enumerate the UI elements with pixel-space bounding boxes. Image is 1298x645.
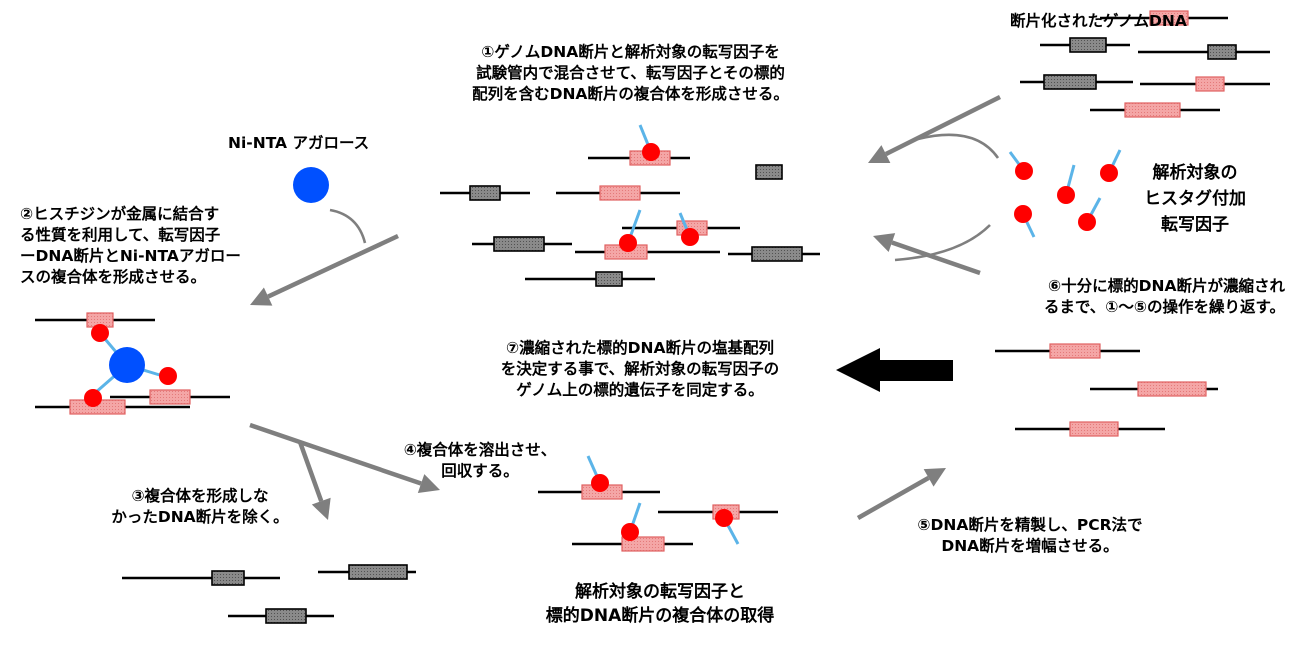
transcription-factor (591, 474, 609, 492)
curved-connector (329, 208, 367, 244)
dna-fragment-target (149, 389, 191, 405)
result-line2: 標的DNA断片の複合体の取得 (545, 606, 775, 626)
step4-line2: 回収する。 (441, 462, 519, 480)
step7-text: ⑦濃縮された標的DNA断片の塩基配列 を決定する事で、解析対象の転写因子の ゲノ… (440, 338, 840, 401)
dna-fragment-nontarget (265, 608, 307, 624)
arrow-to-step7 (836, 348, 953, 392)
step2-line3: ーDNA断片とNi-NTAアガロー (20, 247, 241, 265)
step3-line1: ③複合体を形成しな (131, 487, 269, 505)
dna-fragment-target (1137, 381, 1207, 397)
arrow-to-step3-head (311, 497, 331, 520)
arrow-to-step4-shaft (249, 422, 422, 486)
step4-line1: ④複合体を溶出させ、 (403, 441, 557, 459)
arrow-to-step3-shaft (297, 441, 324, 502)
dna-fragment-nontarget (1207, 44, 1237, 60)
step2-text: ②ヒスチジンが金属に結合す る性質を利用して、転写因子 ーDNA断片とNi-NT… (20, 204, 241, 288)
arrow-repeat-head (873, 233, 896, 252)
step2-line2: る性質を利用して、転写因子 (20, 226, 221, 244)
dna-fragment-nontarget (493, 236, 545, 252)
result-line1: 解析対象の転写因子と (575, 582, 745, 602)
label-ni-nta: Ni-NTA アガロース (228, 134, 370, 152)
transcription-factor (1015, 162, 1033, 180)
step2-line1: ②ヒスチジンが金属に結合す (20, 205, 220, 223)
arrow-to-step1-head (868, 145, 891, 163)
arrow-to-step2-shaft (267, 233, 399, 299)
ni-nta-bead-bound (109, 347, 145, 383)
step6-text: ⑥十分に標的DNA断片が濃縮され るまで、①～⑤の操作を繰り返す。 (960, 276, 1285, 318)
step7-line2: を決定する事で、解析対象の転写因子の (500, 360, 780, 378)
ni-nta-bead (293, 167, 329, 203)
dna-fragment-target (1149, 10, 1189, 26)
dna-fragment-target (1195, 76, 1225, 92)
target-tf-line3: 転写因子 (1161, 215, 1229, 235)
dna-fragment-target (1049, 343, 1101, 359)
arrow-to-step5-shaft (856, 475, 930, 520)
label-result: 解析対象の転写因子と 標的DNA断片の複合体の取得 (510, 580, 810, 628)
dna-fragment-nontarget (595, 271, 623, 287)
step2-line4: スの複合体を形成させる。 (20, 268, 207, 286)
arrow-to-step2-head (250, 287, 273, 306)
dna-fragment-nontarget (1043, 74, 1097, 90)
arrow-to-step4-head (417, 474, 440, 493)
dna-fragment-target (599, 185, 641, 201)
step1-line1: ①ゲノムDNA断片と解析対象の転写因子を (481, 43, 780, 61)
transcription-factor (619, 234, 637, 252)
arrow-repeat-shaft (891, 240, 981, 276)
label-target-tf: 解析対象の ヒスタグ付加 転写因子 (1130, 160, 1260, 238)
step7-line3: ゲノム上の標的遺伝子を同定する。 (516, 381, 764, 399)
transcription-factor (681, 228, 699, 246)
step3-line2: かったDNA断片を除く。 (111, 508, 289, 526)
transcription-factor (1100, 164, 1118, 182)
step7-line1: ⑦濃縮された標的DNA断片の塩基配列 (506, 339, 774, 357)
step6-line1: ⑥十分に標的DNA断片が濃縮され (1048, 277, 1285, 295)
transcription-factor (84, 389, 102, 407)
dna-fragment-target (1069, 421, 1119, 437)
step1-line2: 試験管内で混合させて、転写因子とその標的 (476, 64, 785, 82)
transcription-factor (159, 367, 177, 385)
step1-text: ①ゲノムDNA断片と解析対象の転写因子を 試験管内で混合させて、転写因子とその標… (418, 42, 843, 105)
transcription-factor (642, 143, 660, 161)
step5-line1: ⑤DNA断片を精製し、PCR法で (917, 516, 1143, 534)
dna-fragment-nontarget (755, 164, 783, 180)
step3-text: ③複合体を形成しな かったDNA断片を除く。 (100, 486, 300, 528)
transcription-factor (91, 324, 109, 342)
transcription-factor (1014, 205, 1032, 223)
transcription-factor (621, 523, 639, 541)
step4-text: ④複合体を溶出させ、 回収する。 (385, 440, 575, 482)
label-fragmented-genome: 断片化されたゲノムDNA (1010, 12, 1187, 30)
transcription-factor (715, 509, 733, 527)
curved-connector (894, 224, 991, 262)
dna-fragment-nontarget (211, 570, 245, 586)
transcription-factor (1078, 213, 1096, 231)
target-tf-line2: ヒスタグ付加 (1144, 189, 1246, 209)
dna-fragment-nontarget (1069, 37, 1107, 53)
dna-fragment-nontarget (751, 246, 803, 262)
curved-connector (917, 133, 1000, 159)
dna-fragment-nontarget (348, 564, 408, 580)
step5-line2: DNA断片を増幅させる。 (941, 537, 1119, 555)
dna-fragment-target (1124, 102, 1181, 118)
target-tf-line1: 解析対象の (1152, 163, 1238, 183)
step1-line3: 配列を含むDNA断片の複合体を形成させる。 (472, 85, 789, 103)
step6-line2: るまで、①～⑤の操作を繰り返す。 (1043, 298, 1285, 316)
dna-fragment-nontarget (469, 185, 501, 201)
arrow-to-step5-head (923, 468, 946, 487)
arrow-to-step1-shaft (884, 94, 1002, 157)
transcription-factor (1057, 186, 1075, 204)
step5-text: ⑤DNA断片を精製し、PCR法で DNA断片を増幅させる。 (900, 515, 1160, 557)
